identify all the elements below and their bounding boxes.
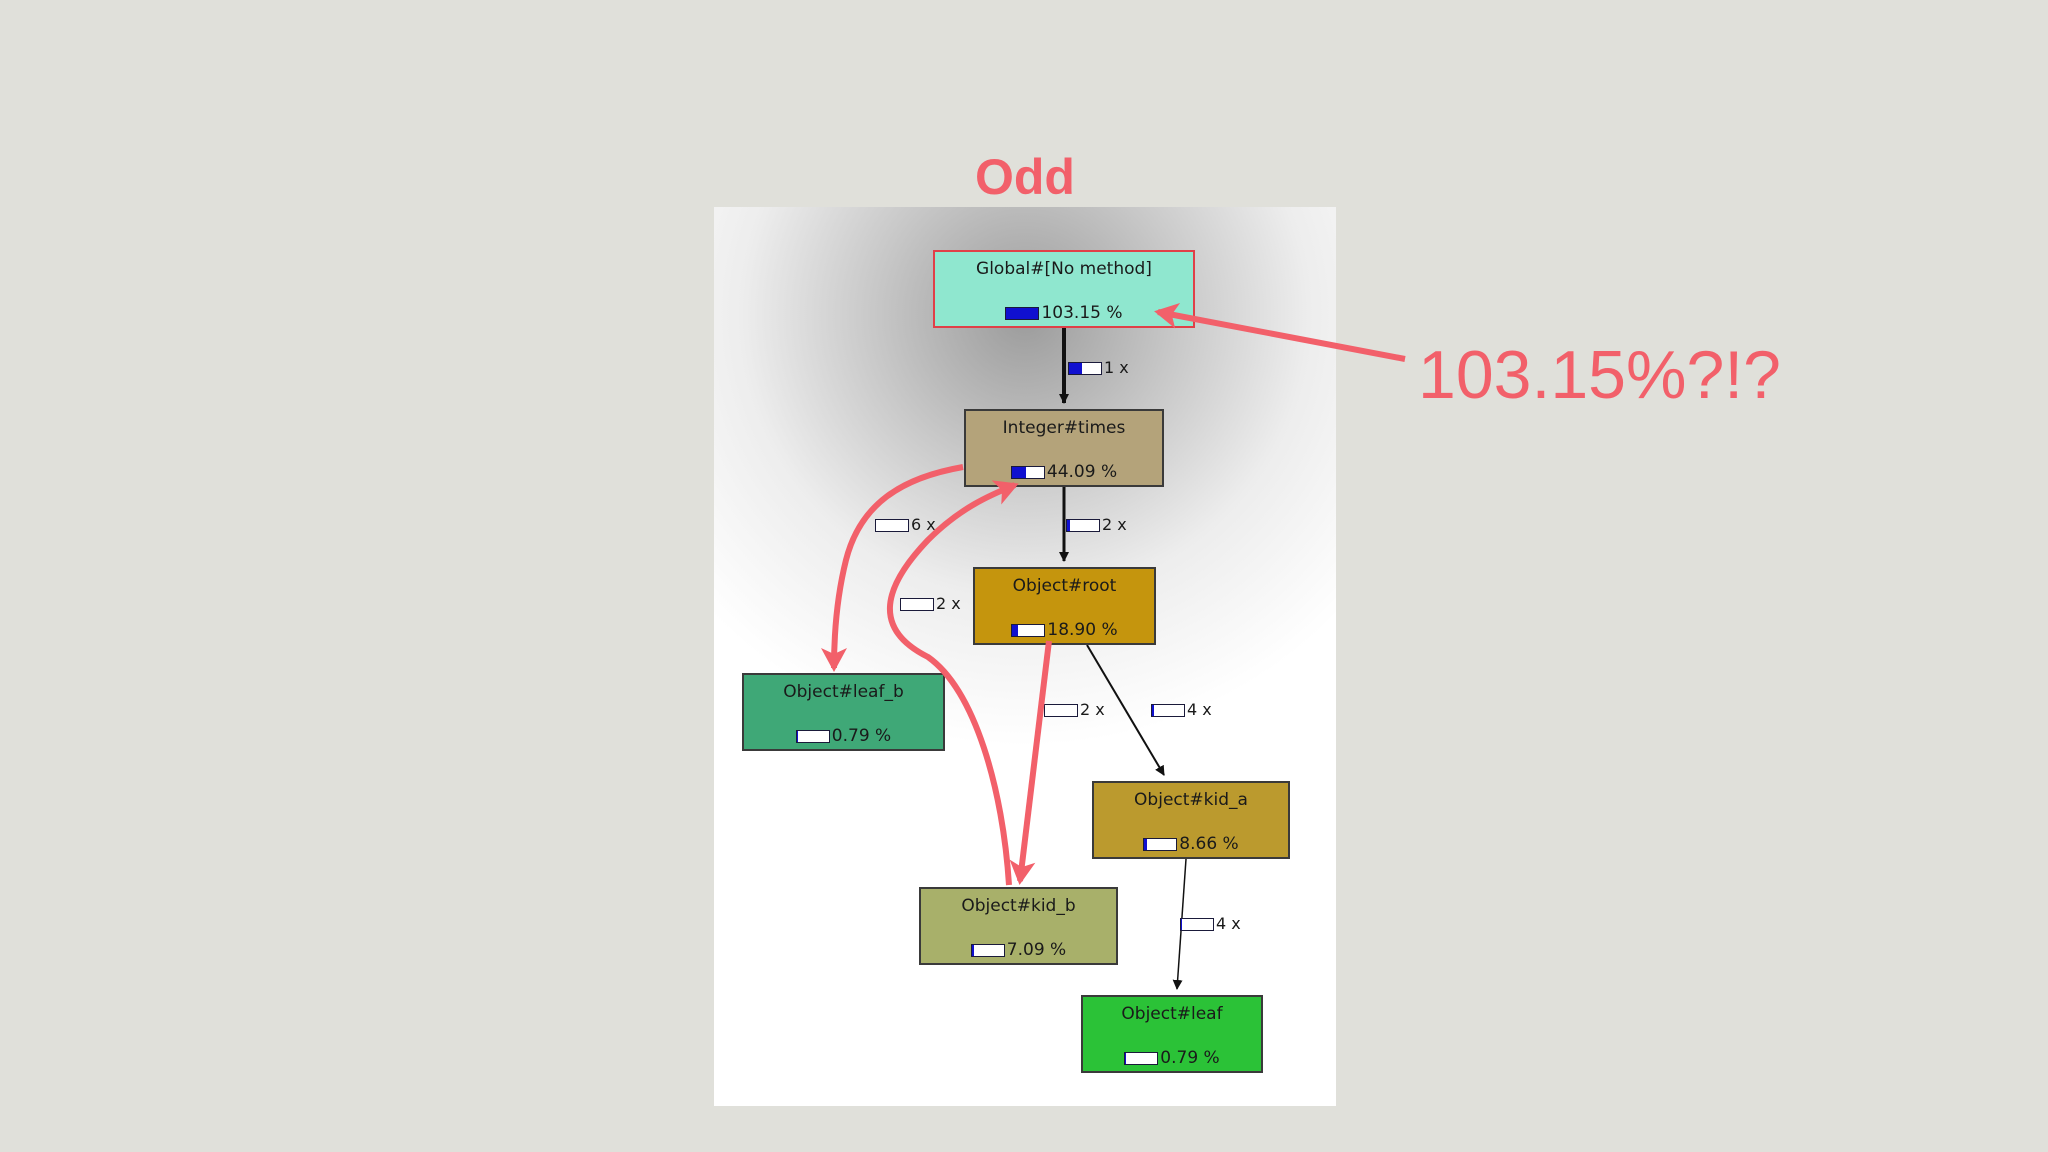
node-global[interactable]: Global#[No method] 103.15 % (933, 250, 1195, 328)
node-percent: 0.79 % (1160, 1048, 1220, 1068)
node-label: Object#kid_a (1134, 790, 1248, 810)
node-object-kid-b[interactable]: Object#kid_b 7.09 % (919, 887, 1118, 965)
node-object-leaf[interactable]: Object#leaf 0.79 % (1081, 995, 1263, 1073)
red-arrow-kid-b-to-times (887, 480, 1019, 886)
edge-label-kid_a-leaf: 4 x (1180, 914, 1241, 933)
time-share-bar (1005, 306, 1040, 320)
slide-title: Odd (975, 149, 1075, 205)
red-arrow-times-to-leaf-b (821, 464, 964, 672)
node-percent: 8.66 % (1179, 834, 1239, 854)
node-percent: 18.90 % (1047, 620, 1118, 640)
node-label: Object#leaf_b (783, 682, 904, 702)
node-integer-times[interactable]: Integer#times 44.09 % (964, 409, 1164, 487)
node-percent: 7.09 % (1006, 940, 1067, 960)
node-object-kid-a[interactable]: Object#kid_a 8.66 % (1092, 781, 1290, 859)
call-share-bar (1151, 704, 1185, 717)
call-share-bar (1066, 519, 1100, 532)
time-share-bar (1010, 465, 1045, 479)
edge-label-root-kid_b: 2 x (1044, 700, 1105, 719)
time-share-bar (1011, 623, 1046, 637)
edge-label-global-times: 1 x (1068, 358, 1129, 377)
edge-label-kid_b-times: 2 x (900, 594, 961, 613)
call-share-bar (1068, 362, 1102, 375)
node-label: Integer#times (1002, 418, 1126, 438)
call-share-bar (1180, 918, 1214, 931)
node-label: Object#leaf (1121, 1004, 1223, 1024)
call-share-bar (1044, 704, 1078, 717)
edge-label-root-kid_a: 4 x (1151, 700, 1212, 719)
edge-label-times-leaf_b: 6 x (875, 515, 936, 534)
red-arrow-annotation-to-global (1154, 302, 1406, 362)
node-label: Object#root (1012, 576, 1117, 596)
node-object-leaf-b[interactable]: Object#leaf_b 0.79 % (742, 673, 945, 751)
call-share-bar (875, 519, 909, 532)
red-arrow-root-to-kid-b (1009, 640, 1052, 885)
node-percent: 103.15 % (1041, 303, 1123, 323)
edge-label-times-root: 2 x (1066, 515, 1127, 534)
node-percent: 0.79 % (831, 726, 892, 746)
time-share-bar (1143, 837, 1178, 851)
node-label: Object#kid_b (961, 896, 1076, 916)
annotation-text: 103.15%?!? (1418, 337, 1781, 413)
time-share-bar (970, 943, 1005, 957)
node-object-root[interactable]: Object#root 18.90 % (973, 567, 1156, 645)
edge-root-kid_a (1086, 644, 1165, 776)
node-label: Global#[No method] (976, 259, 1152, 279)
time-share-bar (1124, 1051, 1159, 1065)
call-share-bar (900, 598, 934, 611)
node-percent: 44.09 % (1046, 462, 1118, 482)
time-share-bar (795, 729, 830, 743)
